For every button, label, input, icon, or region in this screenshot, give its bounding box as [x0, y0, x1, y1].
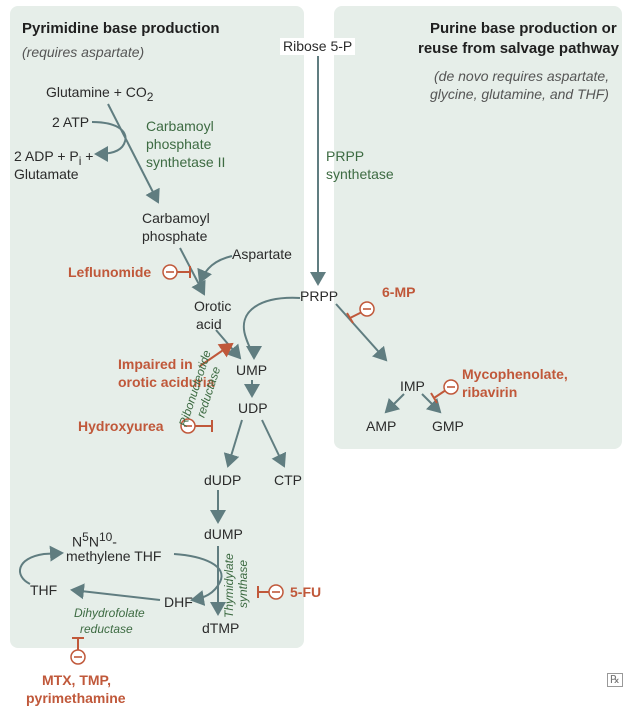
arrow-prpp-ump [243, 296, 301, 360]
ribose-5p: Ribose 5-P [280, 38, 356, 55]
prpp: PRPP [300, 288, 339, 304]
inhibit-mycophenolate [430, 389, 447, 404]
drug-mtx-2: pyrimethamine [26, 690, 126, 706]
arrow-prpp-imp [335, 303, 388, 362]
inhibit-6mp [346, 311, 363, 324]
drug-mycophenolate-2: ribavirin [462, 384, 518, 400]
aspartate: Aspartate [232, 246, 292, 262]
left-panel-subtitle: (requires aspartate) [22, 44, 145, 60]
drug-hydroxyurea: Hydroxyurea [78, 418, 164, 434]
impaired-orotic-1: Impaired in [118, 356, 193, 372]
arrow-thf-methylene [19, 545, 64, 585]
drug-leflunomide: Leflunomide [68, 264, 152, 280]
dhfr-1: Dihydrofolate [74, 606, 145, 620]
carbamoyl-phosphate-2: phosphate [142, 228, 208, 244]
dudp: dUDP [204, 472, 242, 488]
arrow-carbamoyl-orotic [179, 247, 206, 296]
dhf: DHF [164, 594, 193, 610]
udp: UDP [238, 400, 268, 416]
methylene-thf-1: N5N10- [72, 530, 117, 550]
drug-mycophenolate-1: Mycophenolate, [462, 366, 568, 382]
pyrimidine-panel [10, 6, 304, 648]
carbamoyl-phosphate-1: Carbamoyl [142, 210, 210, 226]
dtmp: dTMP [202, 620, 240, 636]
right-panel-title-2: reuse from salvage pathway [418, 40, 619, 57]
arrow-dhf-thf [70, 583, 161, 601]
adp-pi: 2 ADP + Pi + [14, 148, 94, 168]
arrow-udp-dudp [223, 419, 243, 468]
dump: dUMP [204, 526, 243, 542]
dhfr-2: reductase [80, 622, 133, 636]
prpp-synthetase-2: synthetase [326, 166, 394, 182]
right-panel-subtitle-1: (de novo requires aspartate, [434, 68, 610, 84]
cps2-enzyme-2: phosphate [146, 136, 212, 152]
orotic-acid-2: acid [196, 316, 222, 332]
ump: UMP [236, 362, 268, 378]
arrow-imp-gmp [421, 393, 442, 414]
orotic-acid-1: Orotic [194, 298, 232, 314]
cps2-enzyme-1: Carbamoyl [146, 118, 214, 134]
thymidylate-synthase: Thymidylate synthase [222, 553, 250, 618]
arrow-glutamine-carbamoyl [107, 103, 160, 204]
rx-logo-icon: ℞ [607, 673, 623, 687]
drug-6mp: 6-MP [382, 284, 416, 300]
imp: IMP [400, 378, 425, 394]
drug-mtx-1: MTX, TMP, [42, 672, 111, 688]
atp: 2 ATP [52, 114, 90, 130]
right-panel-title-1: Purine base production or [430, 20, 617, 37]
cps2-enzyme-3: synthetase II [146, 154, 226, 170]
right-panel-subtitle-2: glycine, glutamine, and THF) [430, 86, 609, 102]
impaired-orotic-2: orotic aciduria [118, 374, 215, 390]
left-panel-title: Pyrimidine base production [22, 20, 220, 37]
arrow-imp-amp [384, 393, 405, 414]
arrow-atp-adp [91, 121, 127, 162]
amp: AMP [366, 418, 397, 434]
drug-5fu: 5-FU [290, 584, 322, 600]
prpp-synthetase-1: PRPP [326, 148, 365, 164]
thf: THF [30, 582, 58, 598]
arrow-aspartate [197, 255, 233, 284]
arrow-methylene-dhf [173, 553, 223, 606]
gmp: GMP [432, 418, 464, 434]
inhibit-impaired [199, 342, 234, 367]
glutamate: Glutamate [14, 166, 79, 182]
arrow-udp-ctp [261, 419, 287, 468]
ctp: CTP [274, 472, 302, 488]
methylene-thf-2: methylene THF [66, 548, 162, 564]
purine-panel [334, 6, 622, 449]
glutamine-co2: Glutamine + CO2 [46, 84, 154, 104]
